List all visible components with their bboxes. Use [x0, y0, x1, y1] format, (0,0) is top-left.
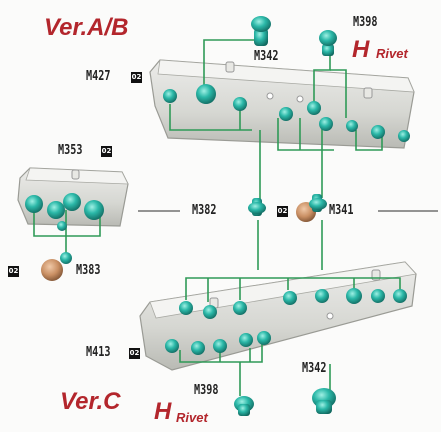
loose-screw-m342-bottom	[312, 388, 336, 414]
part-label-m383: M383	[76, 264, 100, 278]
loose-rivet-m398-top	[319, 30, 337, 56]
rivet-word-bottom: Rivet	[176, 410, 208, 425]
rivet-word-top: Rivet	[376, 46, 408, 61]
part-label-m353: M353	[58, 144, 82, 158]
part-label-m342-top: M342	[254, 50, 278, 64]
badge-m413: 02	[129, 348, 140, 359]
badge-m383: 02	[8, 266, 19, 277]
part-label-m398-top: M398	[353, 16, 377, 30]
rivet-m383	[41, 252, 72, 281]
badge-m427: 02	[131, 72, 142, 83]
loose-rivet-m398-bottom	[234, 396, 254, 416]
variant-label-top: Ver.A/B	[44, 14, 128, 42]
part-label-m341: M341	[329, 204, 353, 218]
screw-m341	[296, 194, 327, 222]
badge-m353: 02	[101, 146, 112, 157]
screw-m382	[248, 198, 266, 216]
badge-m341: 02	[277, 206, 288, 217]
rivet-h-bottom: H	[154, 398, 171, 426]
part-label-m427: M427	[86, 70, 110, 84]
part-label-m382: M382	[192, 204, 216, 218]
rivet-h-top: H	[352, 36, 369, 64]
part-label-m342-bottom: M342	[302, 362, 326, 376]
part-label-m413: M413	[86, 346, 110, 360]
variant-label-bottom: Ver.C	[60, 388, 120, 416]
part-label-m398-bottom: M398	[194, 384, 218, 398]
loose-screw-m342-top	[251, 16, 271, 46]
